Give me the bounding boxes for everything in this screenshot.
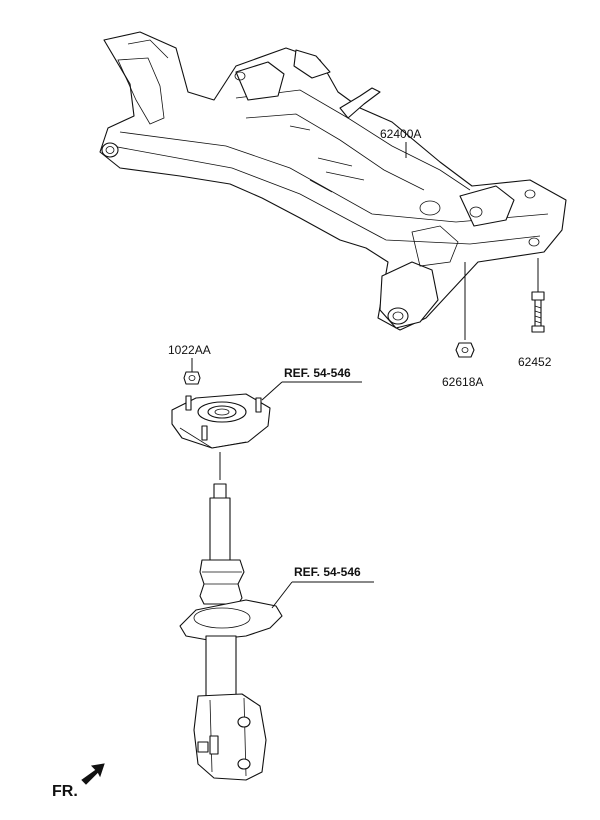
strut-assembly — [179, 483, 283, 781]
bolt-part-number: 62452 — [518, 355, 552, 369]
strut-upper-mount — [171, 393, 271, 449]
nut-part-number: 62618A — [442, 375, 483, 389]
front-arrow-icon — [81, 763, 105, 785]
nut-icon — [455, 342, 475, 358]
upper-ref-label: REF. 54-546 — [284, 366, 351, 380]
lower-ref-label: REF. 54-546 — [294, 565, 361, 579]
bolt-icon — [531, 291, 545, 333]
mount-nut-part-number: 1022AA — [168, 343, 211, 357]
lower-ref-leader — [271, 581, 293, 609]
upper-ref-leader — [261, 381, 283, 401]
front-marker-label: FR. — [52, 783, 78, 800]
subframe-part-number: 62400A — [380, 127, 421, 141]
mount-nut-icon — [183, 371, 201, 385]
subframe-crossmember — [99, 31, 567, 331]
